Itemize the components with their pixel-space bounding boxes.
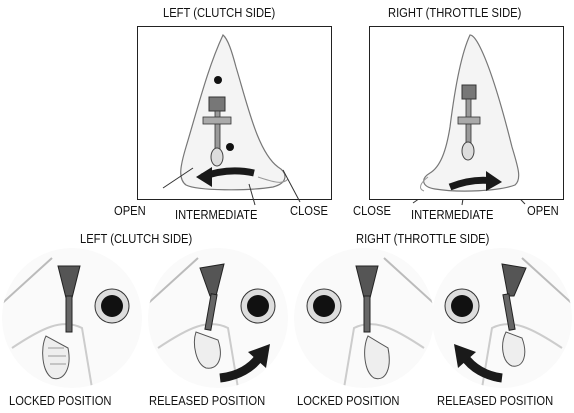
- bottom-left-title: LEFT (CLUTCH SIDE): [80, 232, 192, 246]
- top-left-figure-frame: [137, 26, 332, 200]
- top-left-title: LEFT (CLUTCH SIDE): [163, 6, 275, 20]
- label-close-left: CLOSE: [290, 204, 328, 218]
- detail-right-locked: [294, 248, 434, 388]
- label-intermediate-right: INTERMEDIATE: [411, 208, 493, 222]
- top-right-title: RIGHT (THROTTLE SIDE): [388, 6, 521, 20]
- label-close-right: CLOSE: [353, 204, 391, 218]
- detail-right-released: [432, 248, 572, 388]
- right-visor-illustration: [370, 27, 565, 201]
- caption-right-released: RELEASED POSITION: [437, 394, 553, 408]
- label-intermediate-left: INTERMEDIATE: [175, 208, 257, 222]
- label-open-left: OPEN: [114, 204, 146, 218]
- caption-left-released: RELEASED POSITION: [149, 394, 265, 408]
- bottom-right-title: RIGHT (THROTTLE SIDE): [356, 232, 489, 246]
- caption-right-locked: LOCKED POSITION: [297, 394, 400, 408]
- detail-left-locked: [2, 248, 142, 388]
- detail-left-released: [148, 248, 288, 388]
- caption-left-locked: LOCKED POSITION: [9, 394, 112, 408]
- left-visor-illustration: [138, 27, 333, 201]
- label-open-right: OPEN: [527, 204, 559, 218]
- top-right-figure-frame: [369, 26, 564, 200]
